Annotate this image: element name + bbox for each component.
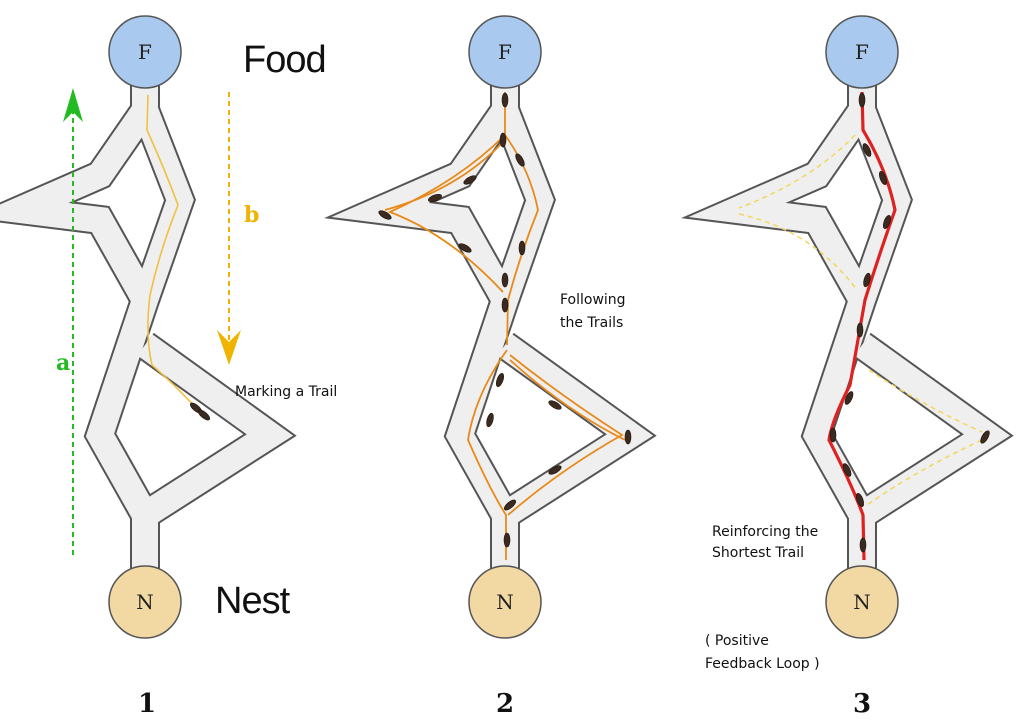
marking-trail-label: Marking a Trail (235, 384, 337, 400)
food-node-3: F (825, 15, 899, 89)
ant-group-1 (190, 402, 210, 421)
following-label-line2: the Trails (560, 315, 623, 331)
following-label-line1: Following (560, 292, 626, 308)
ant-group-3 (829, 92, 990, 553)
food-label: Food (243, 39, 326, 81)
nest-node-1: N (108, 565, 182, 639)
food-node-letter: F (855, 40, 869, 64)
panel-number-3: 3 (853, 689, 871, 719)
nest-label: Nest (215, 580, 291, 622)
panel-1: a b F N Food Nest Marking a Trail 1 (20, 15, 337, 719)
food-node-letter: F (138, 40, 152, 64)
trail-initial-1 (146, 94, 201, 413)
corridor-1 (20, 60, 270, 590)
nest-node-letter: N (853, 590, 871, 614)
panel-3: F N Reinforcing the Shortest Trail ( Pos… (705, 15, 991, 719)
panel-number-2: 2 (496, 689, 514, 719)
food-node-letter: F (498, 40, 512, 64)
arrow-b: b (217, 92, 259, 365)
trail-followed-2 (384, 92, 626, 560)
food-node-1: F (108, 15, 182, 89)
nest-node-letter: N (136, 590, 154, 614)
feedback-label-line2: Feedback Loop ) (705, 656, 820, 672)
ant-group-2 (378, 92, 632, 548)
arrow-b-label: b (244, 202, 259, 228)
arrow-a: a (56, 88, 83, 555)
food-node-2: F (468, 15, 542, 89)
nest-node-3: N (825, 565, 899, 639)
reinforcing-label-line1: Reinforcing the (712, 524, 818, 540)
panel-2: F N Following the Trails 2 (377, 15, 632, 719)
nest-node-2: N (468, 565, 542, 639)
feedback-label-line1: ( Positive (705, 633, 769, 649)
panel-number-1: 1 (138, 689, 156, 719)
arrow-a-label: a (56, 350, 70, 376)
trail-faded-3 (738, 134, 983, 506)
nest-node-letter: N (496, 590, 514, 614)
reinforcing-label-line2: Shortest Trail (712, 545, 804, 561)
